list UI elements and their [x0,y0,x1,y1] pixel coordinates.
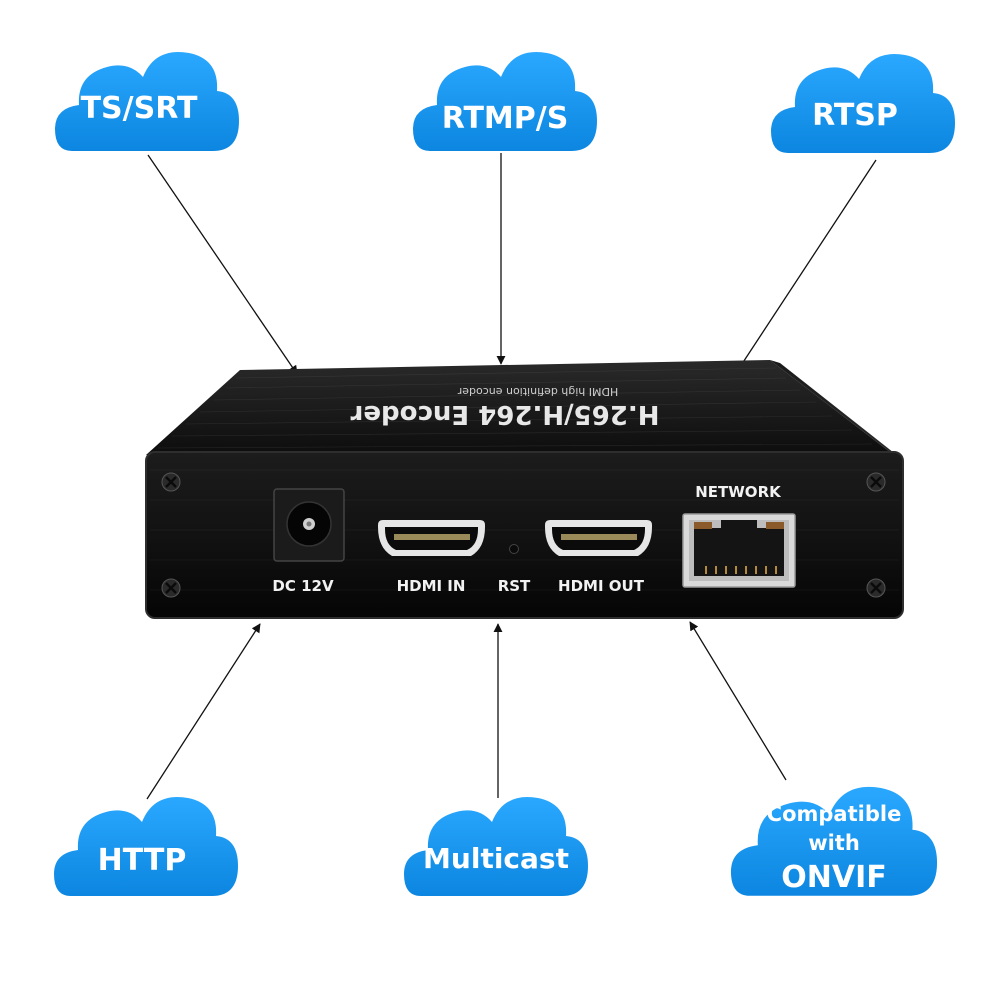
cloud-multicast-shape [404,797,588,896]
hdmi-out-port [545,520,652,556]
cloud-rtmp-shape [413,52,597,151]
cloud-onvif-label-line3: ONVIF [781,860,886,895]
device-top-surface [146,360,890,455]
cloud-rtsp: RTSP [771,54,955,153]
cloud-http-shape [54,797,238,896]
cloud-rtsp-label: RTSP [812,98,898,133]
cloud-onvif [730,786,938,896]
cloud-onvif-label-line2: with [808,831,860,855]
cloud-ts-srt-label: TS/SRT [81,91,198,126]
cloud-rtsp-shape [771,54,955,153]
hdmi-in-label: HDMI IN [397,577,466,595]
cloud-onvif-label-line1: Compatible [767,802,902,826]
screw-bottom-right-icon [866,578,886,598]
device-top-print: H.265/H.264 Encoder HDMI high definition… [350,385,659,429]
dc-power-jack [273,488,345,562]
device-top-subtitle: HDMI high definition encoder [457,385,618,398]
cloud-onvif-shape [730,786,938,896]
cloud-rtmp: RTMP/S [413,52,597,151]
cloud-http-label: HTTP [98,843,187,878]
network-label: NETWORK [695,483,782,501]
connector-lines [146,153,877,800]
arrow-http [146,623,261,800]
cloud-ts-srt-shape [55,52,239,151]
cloud-multicast: Multicast [404,797,588,896]
screw-top-left-icon [161,472,181,492]
cloud-ts-srt: TS/SRT [55,52,239,151]
rst-label: RST [498,577,531,595]
screw-top-right-icon [866,472,886,492]
cloud-http: HTTP [54,797,238,896]
arrow-onvif [689,621,787,781]
encoder-device: H.265/H.264 Encoder HDMI high definition… [145,360,904,619]
arrow-rtsp [735,159,877,374]
cloud-multicast-label: Multicast [423,842,569,875]
ethernet-port [682,513,796,588]
device-side-face [770,360,903,460]
dc-12v-label: DC 12V [272,577,334,595]
hdmi-out-label: HDMI OUT [558,577,645,595]
cloud-rtmp-label: RTMP/S [442,101,569,136]
reset-button [509,544,519,554]
screw-bottom-left-icon [161,578,181,598]
device-top-title: H.265/H.264 Encoder [350,399,659,429]
hdmi-in-port [378,520,485,556]
arrow-ts-srt [147,154,298,375]
